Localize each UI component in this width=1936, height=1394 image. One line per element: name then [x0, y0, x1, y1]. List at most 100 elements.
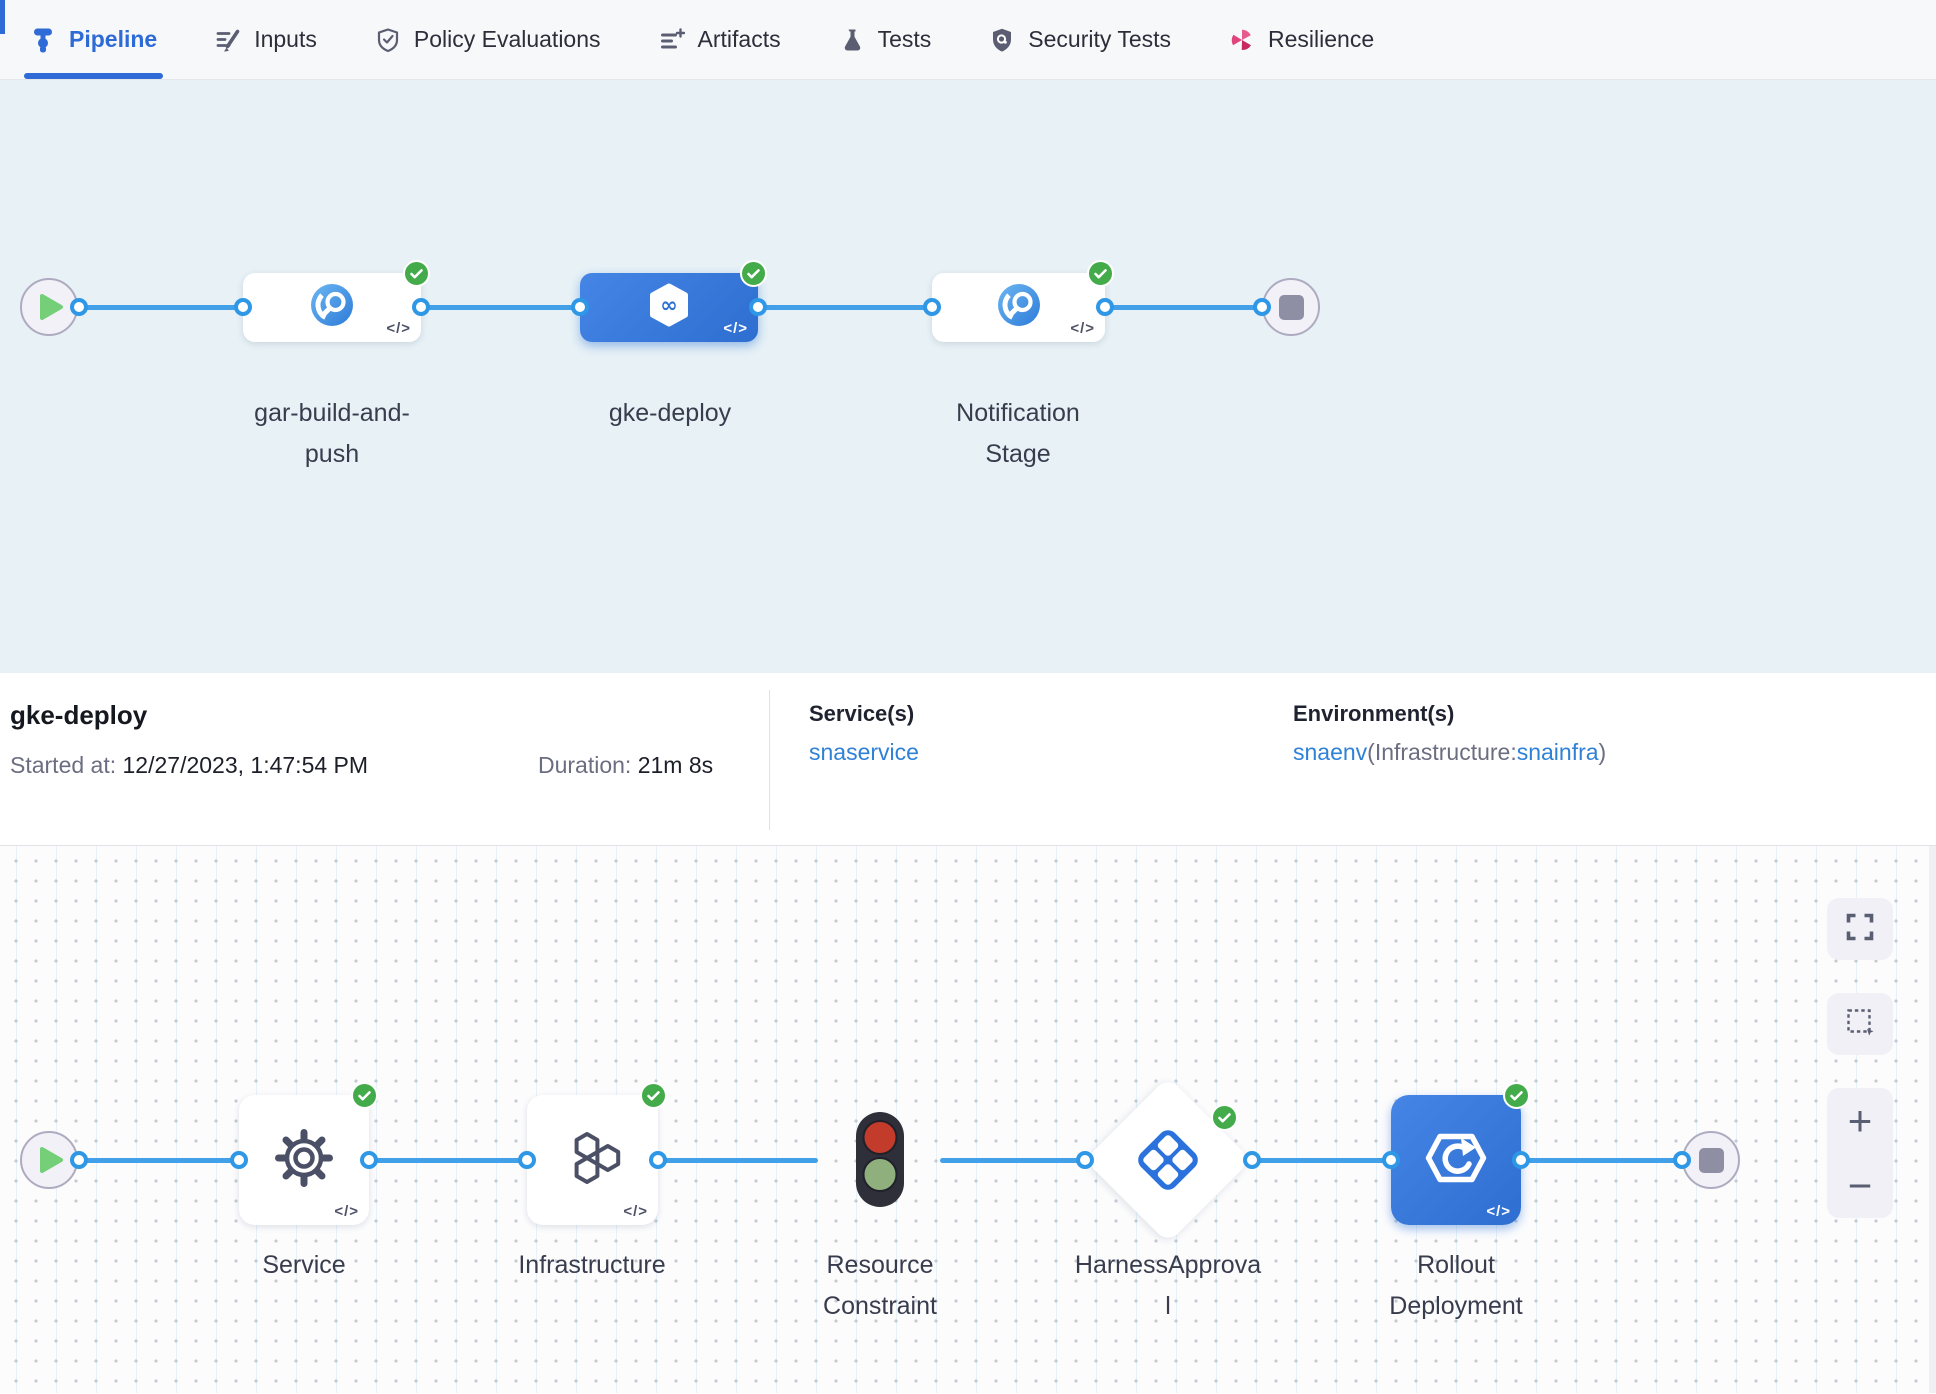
execution-details-bar: gke-deploy Started at: 12/27/2023, 1:47:…: [0, 673, 1936, 846]
connector-port: [1096, 298, 1114, 316]
tab-label: Resilience: [1268, 26, 1375, 52]
tab-tests[interactable]: Tests: [839, 0, 932, 79]
connector-line: [940, 1158, 1085, 1163]
connector-line: [421, 305, 580, 310]
started-at-row: Started at: 12/27/2023, 1:47:54 PM: [10, 752, 368, 779]
build-stage-icon: [309, 282, 355, 333]
step-node-infrastructure[interactable]: </>: [518, 1082, 667, 1225]
code-icon: </>: [386, 320, 411, 337]
inputs-icon: [215, 27, 241, 53]
zoom-in-button[interactable]: +: [1847, 1096, 1873, 1144]
connector-line: [79, 1158, 239, 1163]
step-node-rollout-deployment[interactable]: </>: [1382, 1082, 1530, 1225]
deploy-stage-icon: ∞: [646, 282, 692, 333]
connector-port: [1382, 1151, 1400, 1169]
code-icon: </>: [1486, 1203, 1511, 1220]
connector-port: [70, 1151, 88, 1169]
stage-label: gke-deploy: [608, 399, 732, 427]
approval-diamond-icon: [1132, 1124, 1204, 1201]
duration-row: Duration: 21m 8s: [538, 752, 713, 779]
stop-icon: [1698, 1147, 1724, 1173]
success-check-badge: [1503, 1082, 1530, 1109]
step-node-service[interactable]: </>: [230, 1082, 378, 1225]
marquee-select-icon: [1845, 1007, 1875, 1042]
step-label: Rollout Deployment: [1389, 1251, 1523, 1320]
infrastructure-prefix: (Infrastructure:: [1367, 739, 1517, 765]
tab-security-tests[interactable]: Security Tests: [989, 0, 1171, 79]
connector-port: [749, 298, 767, 316]
started-at-label: Started at:: [10, 752, 117, 778]
rollout-icon: [1425, 1127, 1487, 1194]
tab-bar: Pipeline Inputs Policy Evaluations: [0, 0, 1936, 80]
step-node-resource-constraint[interactable]: [855, 1111, 905, 1213]
artifacts-list-icon: [659, 27, 685, 53]
connector-line: [369, 1158, 527, 1163]
traffic-light-icon: [855, 1112, 905, 1212]
pipeline-icon: [30, 27, 56, 53]
stage-node-gke-deploy[interactable]: ∞ </>: [571, 260, 767, 342]
hexagons-icon: [561, 1126, 625, 1195]
marquee-select-button[interactable]: [1827, 993, 1893, 1055]
success-check-badge: [1211, 1104, 1238, 1131]
connector-line: [79, 305, 243, 310]
connector-line: [759, 305, 932, 310]
code-icon: </>: [723, 320, 748, 337]
connector-port: [1243, 1151, 1261, 1169]
success-check-badge: [1087, 260, 1114, 287]
zoom-panel: + −: [1827, 1088, 1893, 1218]
connector-port: [234, 298, 252, 316]
connector-port: [70, 298, 88, 316]
tab-label: Pipeline: [69, 26, 158, 52]
connector-port: [230, 1151, 248, 1169]
environments-label: Environment(s): [1293, 701, 1455, 726]
code-icon: </>: [1070, 320, 1095, 337]
gear-icon: [273, 1127, 335, 1194]
infrastructure-suffix: ): [1598, 739, 1607, 765]
tab-pipeline[interactable]: Pipeline: [24, 0, 164, 79]
infrastructure-link[interactable]: snainfra: [1516, 739, 1599, 765]
step-label: Resource Constraint: [823, 1251, 937, 1320]
active-tab-underline: [24, 73, 164, 79]
execution-start-node: [20, 1131, 78, 1189]
stage-node-gar-build-and-push[interactable]: </>: [234, 260, 430, 342]
tab-policy-evaluations[interactable]: Policy Evaluations: [375, 0, 601, 79]
vertical-scrollbar[interactable]: [1929, 846, 1936, 1393]
stop-icon: [1278, 294, 1304, 320]
custom-stage-icon: [996, 282, 1042, 333]
tab-artifacts[interactable]: Artifacts: [659, 0, 781, 79]
execution-graph-canvas: </> </>: [0, 846, 1936, 1393]
duration-value: 21m 8s: [637, 752, 714, 778]
tab-label: Inputs: [254, 26, 317, 52]
stage-label: gar-build-and-push: [254, 399, 410, 468]
connector-port: [571, 298, 589, 316]
tab-label: Policy Evaluations: [413, 26, 601, 52]
services-label: Service(s): [809, 701, 915, 726]
stage-label: Notification Stage: [956, 399, 1080, 468]
code-icon: </>: [623, 1203, 648, 1220]
success-check-badge: [403, 260, 430, 287]
tab-resilience[interactable]: Resilience: [1229, 0, 1374, 79]
connector-line: [1521, 1158, 1682, 1163]
fullscreen-button[interactable]: [1827, 898, 1893, 960]
connector-port: [1253, 298, 1271, 316]
step-label: HarnessApproval: [1074, 1251, 1262, 1320]
tab-label: Artifacts: [697, 26, 781, 52]
success-check-badge: [640, 1082, 667, 1109]
connector-line: [1105, 305, 1263, 310]
svg-text:∞: ∞: [660, 293, 678, 317]
connector-port: [1673, 1151, 1691, 1169]
success-check-badge: [351, 1082, 378, 1109]
success-check-badge: [740, 260, 767, 287]
duration-label: Duration:: [538, 752, 632, 778]
tab-label: Tests: [877, 26, 932, 52]
stage-node-notification-stage[interactable]: </>: [923, 260, 1114, 342]
environment-link[interactable]: snaenv: [1293, 739, 1368, 765]
tab-inputs[interactable]: Inputs: [215, 0, 317, 79]
flask-icon: [839, 27, 865, 53]
started-at-value: 12/27/2023, 1:47:54 PM: [122, 752, 369, 778]
service-link[interactable]: snaservice: [809, 739, 919, 765]
connector-port: [1076, 1151, 1094, 1169]
connector-port: [1512, 1151, 1530, 1169]
zoom-out-button[interactable]: −: [1847, 1161, 1873, 1209]
connector-line: [1252, 1158, 1391, 1163]
